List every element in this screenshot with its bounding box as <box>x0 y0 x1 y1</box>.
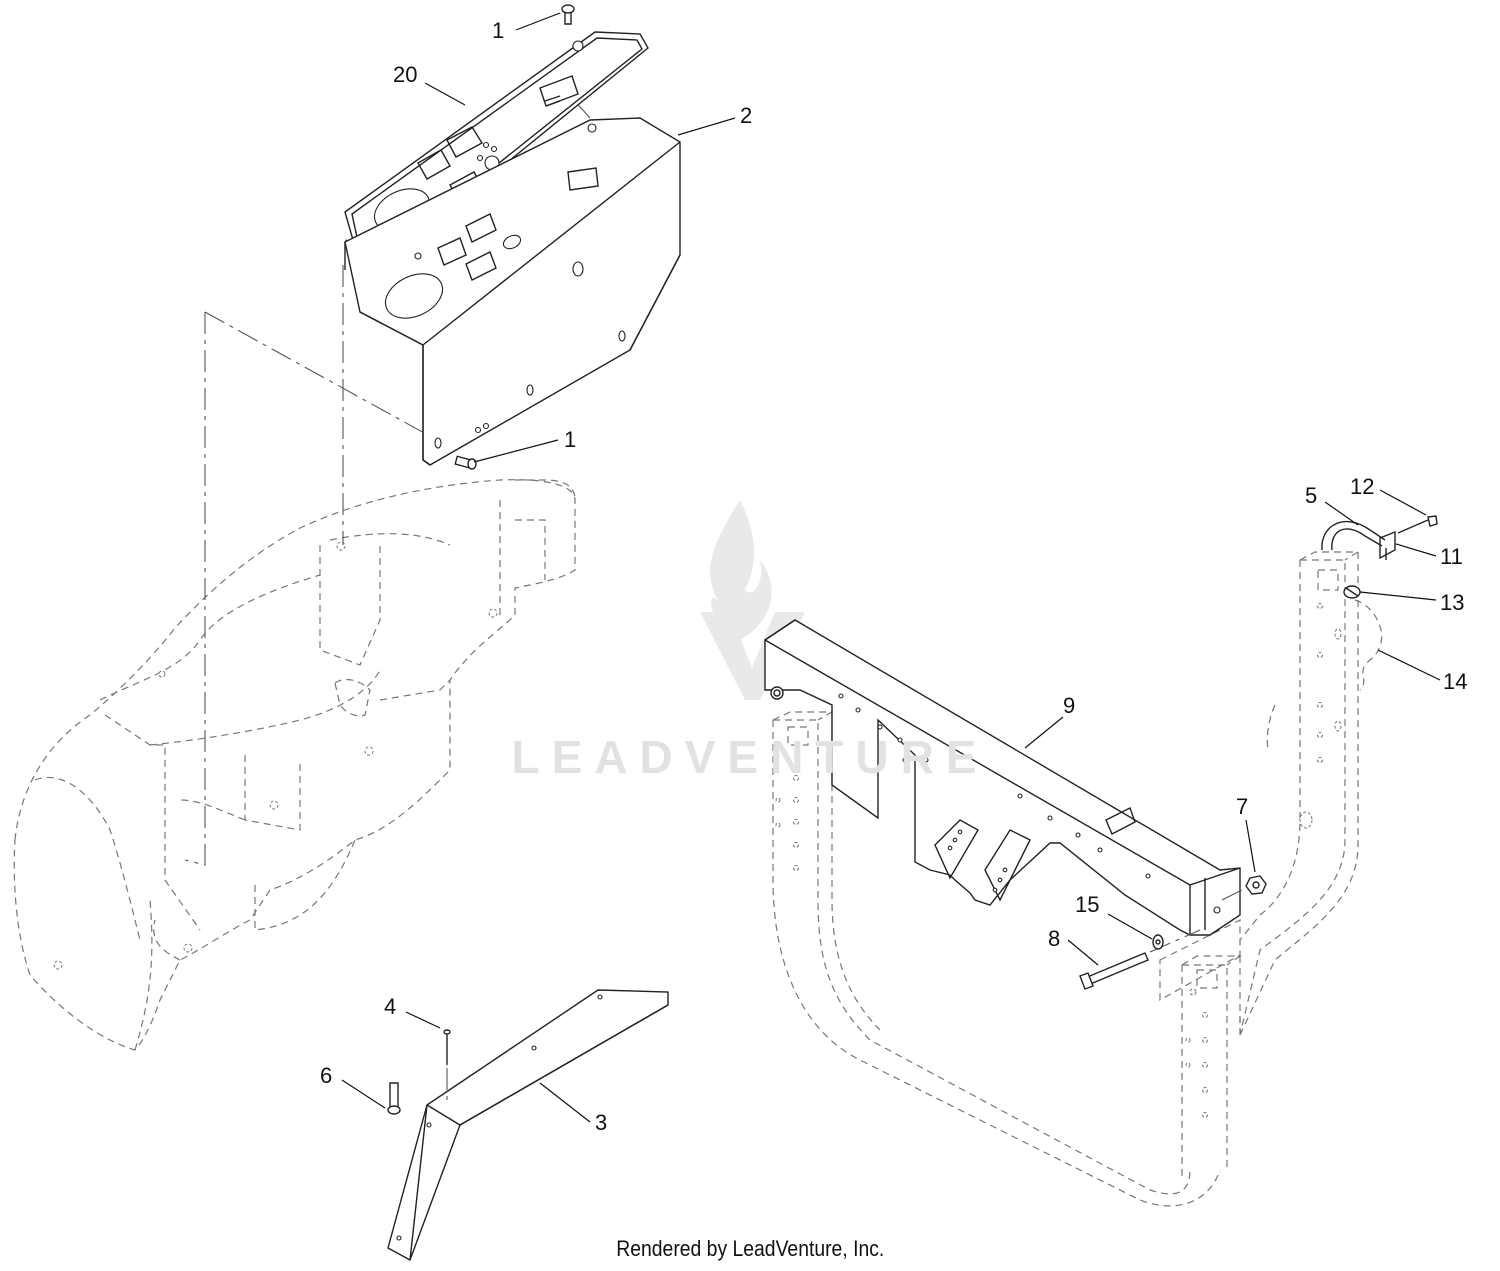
bracket-part-11 <box>1379 530 1396 560</box>
screw-part-1-top <box>561 4 575 25</box>
callout-14: 14 <box>1443 669 1467 694</box>
handle-part-5 <box>1321 520 1386 551</box>
callout-labels: 1 20 2 1 12 5 11 13 14 9 7 15 8 4 6 3 <box>320 18 1467 1135</box>
frame-phantom <box>772 551 1361 1207</box>
callout-3: 3 <box>595 1110 607 1135</box>
callout-20: 20 <box>393 62 417 87</box>
callout-11: 11 <box>1440 544 1463 569</box>
callout-5: 5 <box>1305 483 1317 508</box>
footer-text: Rendered by LeadVenture, Inc. <box>615 1236 885 1261</box>
cable-part-14 <box>1266 599 1383 749</box>
callout-13: 13 <box>1440 590 1464 615</box>
bolt-part-12 <box>1397 515 1438 534</box>
callout-8: 8 <box>1048 926 1060 951</box>
callout-4: 4 <box>384 994 396 1019</box>
chassis-body-phantom <box>13 479 576 1051</box>
callout-9: 9 <box>1063 693 1075 718</box>
console-panel-part-2 <box>344 117 681 466</box>
cross-member-part-9 <box>764 619 1241 936</box>
callout-2: 2 <box>740 103 752 128</box>
washer-part-15 <box>1152 934 1164 950</box>
bracket-part-3 <box>387 989 669 1262</box>
clamp-part-13 <box>1343 585 1361 599</box>
callout-15: 15 <box>1075 892 1099 917</box>
nut-part-7 <box>1221 875 1267 901</box>
watermark-text: LEADVENTURE <box>511 731 989 783</box>
footer-credit: Rendered by LeadVenture, Inc. <box>0 1236 1500 1262</box>
screw-part-1-side <box>454 455 477 470</box>
callout-6: 6 <box>320 1063 332 1088</box>
clip-part-6 <box>387 1082 401 1115</box>
callout-1-top: 1 <box>492 18 504 43</box>
callout-1-side: 1 <box>564 427 576 452</box>
callout-12: 12 <box>1350 474 1374 499</box>
screw-part-4 <box>443 1029 451 1102</box>
leader-lines <box>341 12 1441 1123</box>
callout-7: 7 <box>1236 794 1248 819</box>
